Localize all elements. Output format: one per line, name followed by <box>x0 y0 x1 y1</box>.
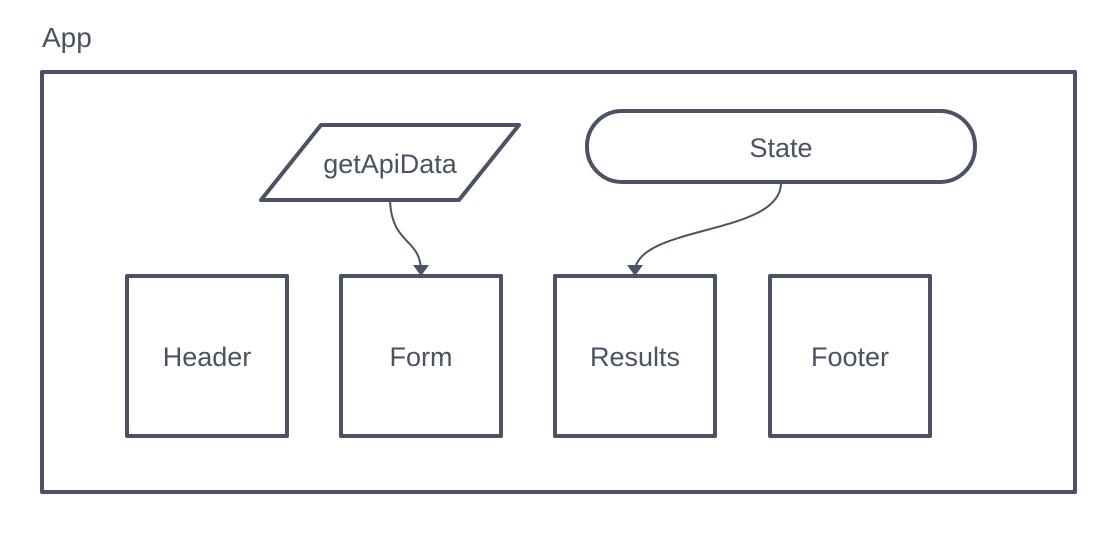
results-box <box>553 274 717 438</box>
get-api-data-shape <box>259 123 521 202</box>
get-api-data-node: getApiData <box>259 123 521 202</box>
edge-line <box>634 182 782 271</box>
app-container-title: App <box>42 22 92 53</box>
state-node: State <box>585 109 977 184</box>
state-label: State <box>749 133 812 163</box>
footer-component: Footer <box>768 274 932 438</box>
results-label: Results <box>590 342 680 372</box>
arrow-down-icon <box>413 265 429 276</box>
edge-state-to-results <box>627 182 782 276</box>
form-component: Form <box>339 274 503 438</box>
state-shape <box>585 109 977 184</box>
edge-get-api-data-to-form <box>389 200 429 276</box>
form-label: Form <box>390 342 453 372</box>
header-component: Header <box>125 274 289 438</box>
edge-line <box>389 200 422 271</box>
arrow-down-icon <box>627 265 643 276</box>
footer-box <box>768 274 932 438</box>
results-component: Results <box>553 274 717 438</box>
header-box <box>125 274 289 438</box>
get-api-data-label: getApiData <box>323 149 458 179</box>
footer-label: Footer <box>811 342 889 372</box>
header-label: Header <box>163 342 252 372</box>
form-box <box>339 274 503 438</box>
